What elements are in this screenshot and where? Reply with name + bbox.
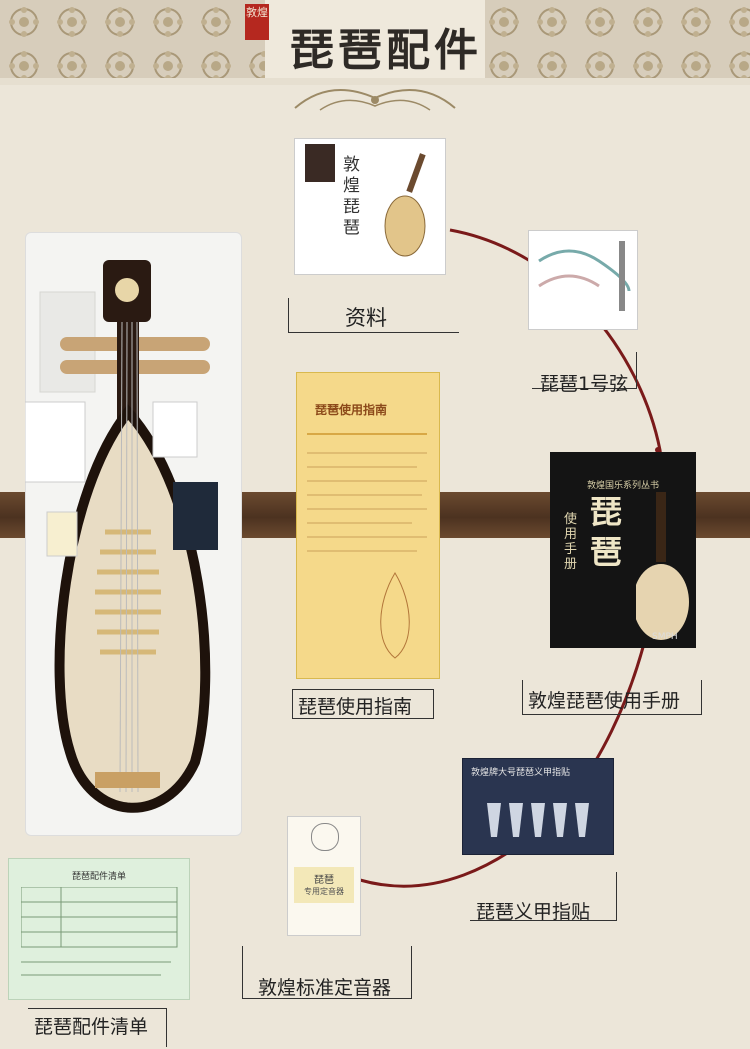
label-manual: 敦煌琵琶使用手册 bbox=[528, 690, 681, 712]
tuner-sub: 专用定音器 bbox=[304, 887, 344, 896]
pipa-image bbox=[25, 260, 218, 813]
label-strings: 琵琶1号弦 bbox=[540, 373, 629, 395]
tuner-label-box: 琵琶 专用定音器 bbox=[294, 867, 354, 903]
manual-publisher: SMPH bbox=[652, 632, 678, 642]
header-banner: 敦煌 琵琶配件 bbox=[0, 0, 750, 85]
cd-pipa-icon bbox=[384, 153, 426, 257]
guide-card: 琵琶使用指南 bbox=[296, 372, 440, 679]
picks-package: 敦煌牌大号琵琶义甲指贴 bbox=[462, 758, 614, 855]
cd-title-3: 琵 bbox=[343, 197, 360, 217]
list-table bbox=[21, 887, 178, 976]
picks-row bbox=[487, 803, 589, 837]
label-list: 琵琶配件清单 bbox=[34, 1016, 149, 1038]
picks-title: 敦煌牌大号琵琶义甲指贴 bbox=[471, 768, 571, 778]
label-tuner: 敦煌标准定音器 bbox=[258, 977, 392, 999]
ornament-swirl bbox=[294, 89, 456, 111]
title-plate bbox=[265, 0, 485, 78]
guide-divider bbox=[307, 433, 427, 435]
cd-case: 敦 煌 琵 琶 bbox=[294, 138, 446, 275]
strings-art bbox=[538, 241, 631, 311]
label-bracket-tuner bbox=[242, 946, 412, 999]
label-bracket-picks bbox=[470, 872, 617, 921]
manual-series: 敦煌国乐系列丛书 bbox=[586, 481, 659, 491]
strings-package bbox=[528, 230, 638, 330]
manual-subtitle: 使用手册 bbox=[564, 512, 578, 572]
guide-title: 琵琶使用指南 bbox=[315, 403, 388, 417]
label-ziliao: 资料 bbox=[345, 306, 387, 330]
list-title: 琵琶配件清单 bbox=[71, 872, 126, 882]
cd-portrait bbox=[305, 144, 335, 182]
tuner-card: 琵琶 专用定音器 bbox=[287, 816, 361, 936]
manual-book: 敦煌国乐系列丛书 琵琶 使用手册 SMPH bbox=[550, 452, 696, 648]
cd-title-2: 煌 bbox=[343, 176, 360, 196]
label-bracket-cd bbox=[288, 298, 459, 333]
label-guide: 琵琶使用指南 bbox=[298, 696, 413, 718]
label-bracket-manual bbox=[522, 680, 702, 715]
guide-content bbox=[307, 452, 427, 659]
cd-title-1: 敦 bbox=[343, 155, 360, 175]
label-picks: 琵琶义甲指贴 bbox=[476, 901, 591, 923]
tuner-title: 琵琶 bbox=[314, 875, 334, 886]
page-title: 琵琶配件 bbox=[290, 25, 482, 76]
label-bracket-guide bbox=[292, 689, 434, 719]
brand-seal: 敦煌 bbox=[245, 4, 269, 40]
label-bracket-strings bbox=[532, 352, 637, 389]
manual-pipa-icon bbox=[636, 492, 689, 640]
manual-title-big: 琵琶 bbox=[590, 493, 623, 571]
accessory-list-sheet: 琵琶配件清单 bbox=[8, 858, 190, 1000]
tuner-logo bbox=[311, 823, 339, 851]
cd-title-4: 琶 bbox=[343, 218, 360, 238]
label-bracket-list bbox=[28, 1008, 167, 1047]
